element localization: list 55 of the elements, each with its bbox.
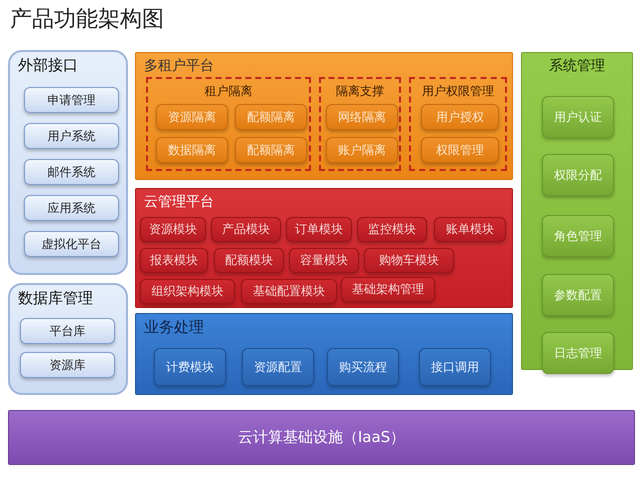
dashed-group [409,77,507,171]
group-title: 租户隔离 [204,83,254,100]
module-box: 资源隔离 [156,104,228,130]
module-box: 账单模块 [434,217,506,242]
group-panel [135,188,513,308]
group-panel [135,313,513,395]
module-box: 邮件系统 [24,159,119,185]
module-box: 配额模块 [214,248,284,273]
group-title: 外部接口 [18,56,78,75]
group-title: 云管理平台 [144,193,214,211]
module-box: 虚拟化平台 [24,231,119,257]
module-box: 资源配置 [242,348,314,386]
module-box: 购物车模块 [364,248,454,273]
module-box: 组织架构模块 [140,279,235,304]
group-title: 业务处理 [144,318,204,337]
group-title: 多租户平台 [144,57,214,75]
group-panel [135,52,513,180]
dashed-group [146,77,311,171]
module-box: 资源模块 [140,217,206,242]
module-box: 配额隔离 [235,104,307,130]
module-box: 平台库 [20,318,115,344]
module-box: 应用系统 [24,195,119,221]
module-box: 日志管理 [542,332,614,374]
module-box: 账户隔离 [326,137,398,163]
diagram-title: 产品功能架构图 [10,6,164,34]
group-title: 数据库管理 [18,289,93,308]
module-box: 基础配置模块 [241,279,337,304]
module-box: 产品模块 [211,217,281,242]
module-box: 角色管理 [542,215,614,257]
module-box: 用户系统 [24,123,119,149]
module-box: 报表模块 [140,248,208,273]
group-panel [8,283,128,395]
module-box: 基础架构管理 [341,277,435,302]
group-panel [8,50,128,275]
module-box: 监控模块 [357,217,427,242]
module-box: 计费模块 [154,348,226,386]
module-box: 容量模块 [289,248,359,273]
group-title: 隔离支撑 [335,83,385,100]
module-box: 申请管理 [24,87,119,113]
module-box: 配额隔离 [235,137,307,163]
module-box: 权限管理 [421,137,499,163]
module-box: 接口调用 [419,348,491,386]
foundation-band: 云计算基础设施（IaaS） [8,410,635,465]
module-box: 用户认证 [542,96,614,138]
module-box: 购买流程 [327,348,399,386]
dashed-group [319,77,401,171]
module-box: 网络隔离 [326,104,398,130]
group-title: 系统管理 [548,57,606,75]
group-title: 用户权限管理 [421,83,495,100]
module-box: 用户授权 [421,104,499,130]
module-box: 数据隔离 [156,137,228,163]
module-box: 权限分配 [542,154,614,196]
module-box: 参数配置 [542,274,614,316]
module-box: 订单模块 [286,217,352,242]
module-box: 资源库 [20,352,115,378]
